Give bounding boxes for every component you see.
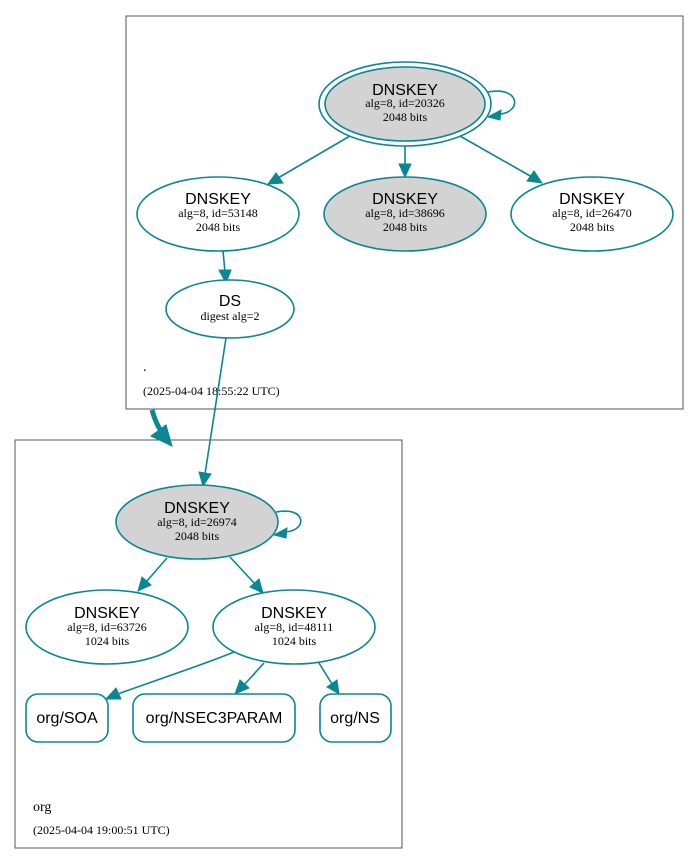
- node-48111-alg: alg=8, id=48111: [255, 620, 334, 634]
- edge-53148-to-ds: [222, 250, 226, 273]
- node-53148-title: DNSKEY: [185, 191, 251, 208]
- node-org-dnskey-48111: DNSKEY alg=8, id=48111 1024 bits: [212, 589, 376, 665]
- arrowhead: [198, 471, 212, 488]
- org-zone-timestamp: (2025-04-04 19:00:51 UTC): [33, 823, 170, 837]
- arrowhead: [398, 163, 412, 179]
- node-26974-title: DNSKEY: [164, 500, 230, 517]
- arrowhead: [234, 679, 250, 695]
- node-org-ds: DS digest alg=2: [165, 279, 295, 339]
- edge-org-ksk-self: [275, 510, 302, 533]
- node-ds-title: DS: [219, 293, 241, 310]
- edge-ds-to-org-ksk: [204, 337, 227, 475]
- node-ds-digest: digest alg=2: [200, 309, 259, 323]
- edge-48111-to-nsec3param: [243, 662, 265, 686]
- node-63726-bits: 1024 bits: [85, 634, 130, 648]
- node-48111-bits: 1024 bits: [272, 634, 317, 648]
- org-zone-label: org: [33, 800, 51, 815]
- node-26974-alg: alg=8, id=26974: [157, 515, 237, 529]
- arrowhead: [486, 109, 502, 121]
- node-root-dnskey-53148: DNSKEY alg=8, id=53148 2048 bits: [136, 176, 300, 252]
- root-zone-box: [125, 15, 684, 410]
- org-zone-box: [14, 439, 403, 849]
- edge-org-ksk-to-63726: [145, 557, 168, 583]
- edges: [104, 90, 544, 700]
- edge-root-ksk-to-26470: [459, 135, 533, 178]
- edge-root-ksk-to-53148: [277, 135, 351, 179]
- node-63726-alg: alg=8, id=63726: [67, 620, 147, 634]
- node-26470-alg: alg=8, id=26470: [552, 206, 632, 220]
- node-root-ksk-bits: 2048 bits: [383, 110, 428, 124]
- node-soa-title: org/SOA: [36, 710, 98, 727]
- node-root-dnskey-26470: DNSKEY alg=8, id=26470 2048 bits: [510, 176, 674, 252]
- node-org-ns: org/NS: [319, 693, 392, 743]
- node-root-ksk-title: DNSKEY: [372, 82, 438, 99]
- node-53148-alg: alg=8, id=53148: [178, 206, 258, 220]
- node-63726-title: DNSKEY: [74, 605, 140, 622]
- node-38696-bits: 2048 bits: [383, 220, 428, 234]
- arrowhead: [218, 269, 232, 285]
- edge-root-ksk-self: [487, 90, 516, 115]
- arrowhead: [137, 576, 152, 592]
- edge-48111-to-ns: [318, 662, 333, 685]
- arrowhead: [266, 172, 284, 185]
- arrowhead: [526, 170, 544, 184]
- node-org-soa: org/SOA: [25, 693, 109, 743]
- arrowhead: [272, 527, 288, 539]
- node-26470-bits: 2048 bits: [570, 220, 615, 234]
- node-root-ksk: DNSKEY alg=8, id=20326 2048 bits: [318, 61, 492, 147]
- node-26470-title: DNSKEY: [559, 191, 625, 208]
- node-48111-title: DNSKEY: [261, 605, 327, 622]
- node-org-nsec3param: org/NSEC3PARAM: [132, 693, 296, 743]
- node-root-dnskey-38696: DNSKEY alg=8, id=38696 2048 bits: [323, 176, 487, 252]
- node-ns-title: org/NS: [330, 710, 380, 727]
- root-zone-label: .: [143, 360, 147, 375]
- node-org-ksk: DNSKEY alg=8, id=26974 2048 bits: [115, 484, 279, 560]
- node-nsec3param-title: org/NSEC3PARAM: [146, 710, 283, 727]
- node-root-ksk-alg: alg=8, id=20326: [365, 96, 445, 110]
- node-38696-alg: alg=8, id=38696: [365, 206, 445, 220]
- edge-org-ksk-to-48111: [229, 556, 256, 585]
- arrowhead: [150, 424, 173, 447]
- arrowhead: [104, 687, 122, 700]
- node-org-dnskey-63726: DNSKEY alg=8, id=63726 1024 bits: [25, 589, 189, 665]
- root-zone-timestamp: (2025-04-04 18:55:22 UTC): [143, 384, 280, 398]
- node-38696-title: DNSKEY: [372, 191, 438, 208]
- arrowhead: [326, 679, 340, 695]
- arrowhead: [249, 578, 264, 594]
- node-53148-bits: 2048 bits: [196, 220, 241, 234]
- edge-48111-to-soa: [117, 651, 235, 695]
- node-26974-bits: 2048 bits: [175, 529, 220, 543]
